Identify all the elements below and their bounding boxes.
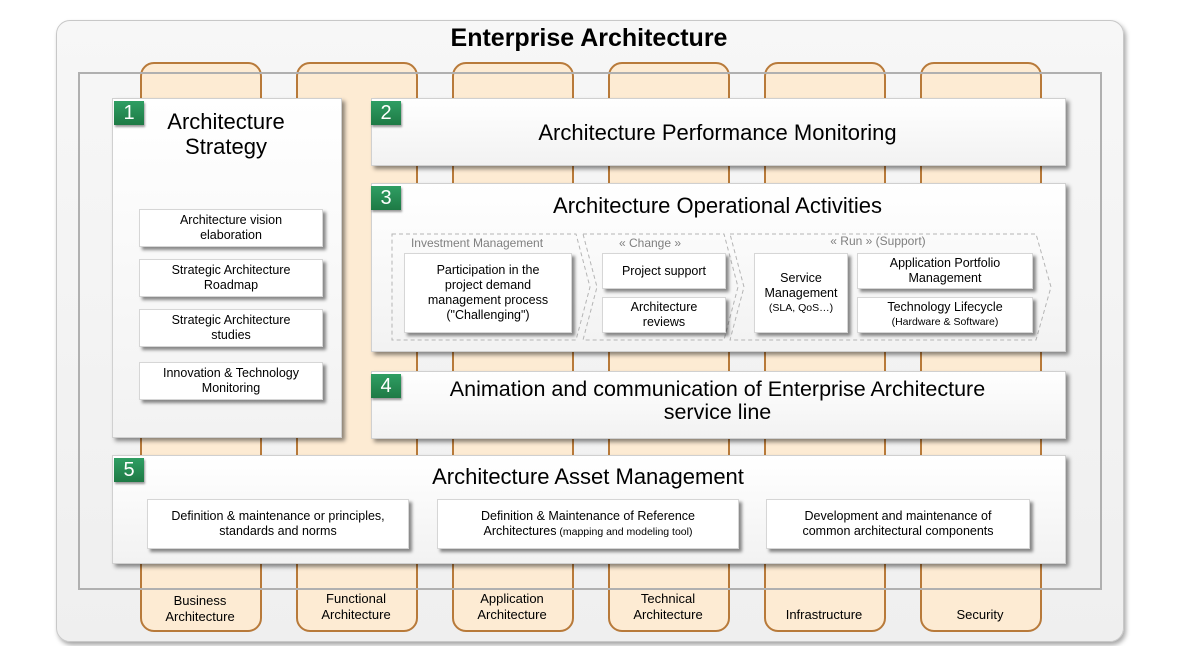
column-label-security: Security xyxy=(956,607,1004,622)
panel-2-title: Architecture Performance Monitoring xyxy=(538,120,897,145)
badge-1: 1 xyxy=(114,101,144,125)
panel-4-title: Animation and communication of Enterpris… xyxy=(449,377,986,424)
panel-animation-communication xyxy=(371,371,1066,439)
stage-label-change: « Change » xyxy=(618,236,682,250)
asset-item: Definition & maintenance or principles,s… xyxy=(147,499,409,549)
inner-frame xyxy=(78,72,1102,590)
panel-3-title: Architecture Operational Activities xyxy=(553,193,882,218)
badge-4: 4 xyxy=(371,374,401,398)
column-label-infrastructure: Infrastructure xyxy=(785,607,863,622)
service-management-box: Service Management (SLA, QoS…) xyxy=(754,253,848,333)
diagram-title: Enterprise Architecture xyxy=(450,24,728,52)
investment-participation-box: Participation in the project demand mana… xyxy=(404,253,572,333)
badge-2: 2 xyxy=(371,101,401,125)
stage-arrows xyxy=(391,233,1052,341)
panel-performance-monitoring xyxy=(371,98,1066,166)
panel-5-title: Architecture Asset Management xyxy=(432,464,744,489)
project-support-box: Project support xyxy=(602,253,726,289)
technology-lifecycle-box: Technology Lifecycle(Hardware & Software… xyxy=(857,297,1033,333)
badge-3: 3 xyxy=(371,186,401,210)
stage-label-run: « Run » (Support) xyxy=(830,234,926,248)
badge-5: 5 xyxy=(114,458,144,482)
stage-label-investment: Investment Management xyxy=(410,236,544,250)
